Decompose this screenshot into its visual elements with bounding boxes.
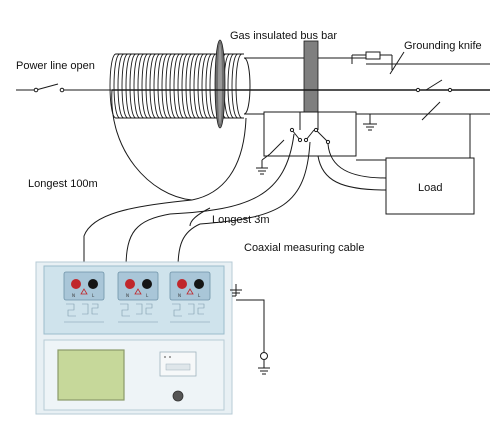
terminal-module-3: N L	[169, 271, 211, 323]
label-longest-100m: Longest 100m	[28, 178, 98, 190]
label-coaxial-measuring-cable: Coaxial measuring cable	[244, 242, 365, 254]
printer	[159, 351, 197, 377]
terminal-module-2: N L	[117, 271, 159, 323]
socket-black	[194, 279, 204, 289]
socket-black	[88, 279, 98, 289]
instrument-screen	[57, 349, 125, 401]
terminal-mark: L	[146, 293, 149, 298]
socket-red	[177, 279, 187, 289]
terminal-mark: L	[92, 293, 95, 298]
control-knob	[172, 390, 184, 402]
terminal-mark: N	[178, 293, 181, 298]
load-box	[385, 157, 475, 215]
socket-red	[125, 279, 135, 289]
label-power-line-open: Power line open	[16, 60, 95, 72]
grounding-knife	[351, 51, 406, 91]
terminal-mark: L	[198, 293, 201, 298]
terminal-module-1: N L	[63, 271, 105, 323]
line-switch	[415, 79, 453, 121]
label-load: Load	[418, 182, 443, 194]
instrument-ground	[230, 284, 270, 375]
terminal-mark: N	[126, 293, 129, 298]
junction-box	[256, 111, 357, 175]
flange	[214, 39, 226, 129]
label-gas-insulated-bus-bar: Gas insulated bus bar	[230, 30, 338, 42]
label-longest-3m: Longest 3m	[212, 214, 270, 226]
socket-red	[71, 279, 81, 289]
terminal-mark: N	[72, 293, 75, 298]
power-line	[16, 83, 112, 93]
bus-insulator-block	[303, 40, 319, 122]
label-grounding-knife: Grounding knife	[404, 40, 482, 52]
socket-black	[142, 279, 152, 289]
bus-ground-symbol	[363, 114, 377, 131]
